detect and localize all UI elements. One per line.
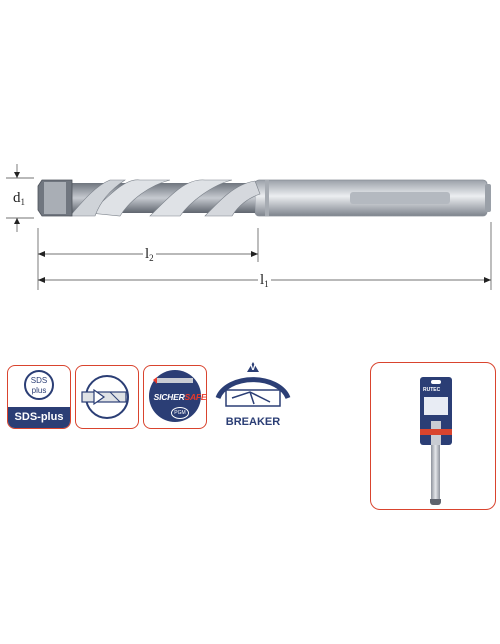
package-label xyxy=(424,397,448,415)
sds-line2: plus xyxy=(31,386,47,395)
breaker-icon: V xyxy=(215,362,291,407)
hang-hole xyxy=(431,380,441,384)
breaker-mark: V xyxy=(250,362,257,373)
safe-right: SAFE xyxy=(184,392,207,402)
package-stripe xyxy=(420,429,452,435)
sds-line1: SDS xyxy=(30,376,48,385)
package-card: RUTEC xyxy=(420,377,452,445)
d1-label: d1 xyxy=(11,190,27,210)
l2-main: l xyxy=(145,246,150,262)
sds-plus-badge: SDS plus SDS-plus xyxy=(7,365,71,429)
pgm-badge: PGM xyxy=(171,407,189,419)
sds-circle-icon: SDS plus xyxy=(24,370,54,400)
drill-tip-icon xyxy=(81,375,129,419)
sichersafe-badge: SICHERSAFE PGM xyxy=(143,365,207,429)
d1-sub: 1 xyxy=(20,197,26,207)
l1-main: l xyxy=(260,272,265,288)
breaker-badge: V BREAKER xyxy=(210,358,296,436)
product-bit xyxy=(431,445,440,503)
product-tip xyxy=(430,499,441,505)
l1-sub: 1 xyxy=(264,279,269,289)
sds-bar-label: SDS-plus xyxy=(8,407,70,428)
d1-main: d xyxy=(13,190,21,206)
breaker-label: BREAKER xyxy=(225,416,281,428)
safe-left: SICHER xyxy=(153,392,185,402)
safe-drill-icon xyxy=(153,377,193,384)
l1-label: l1 xyxy=(258,272,271,292)
sichersafe-seal: SICHERSAFE PGM xyxy=(149,370,206,422)
drill-drawing: d1 l2 l1 xyxy=(0,150,500,300)
carbide-tip-badge xyxy=(75,365,139,429)
sichersafe-text: SICHERSAFE xyxy=(152,392,207,402)
l2-sub: 2 xyxy=(149,253,154,263)
package-brand: RUTEC xyxy=(423,387,441,393)
l2-label: l2 xyxy=(143,246,156,266)
drill-bit-image xyxy=(6,164,492,290)
product-photo: RUTEC xyxy=(370,362,496,510)
